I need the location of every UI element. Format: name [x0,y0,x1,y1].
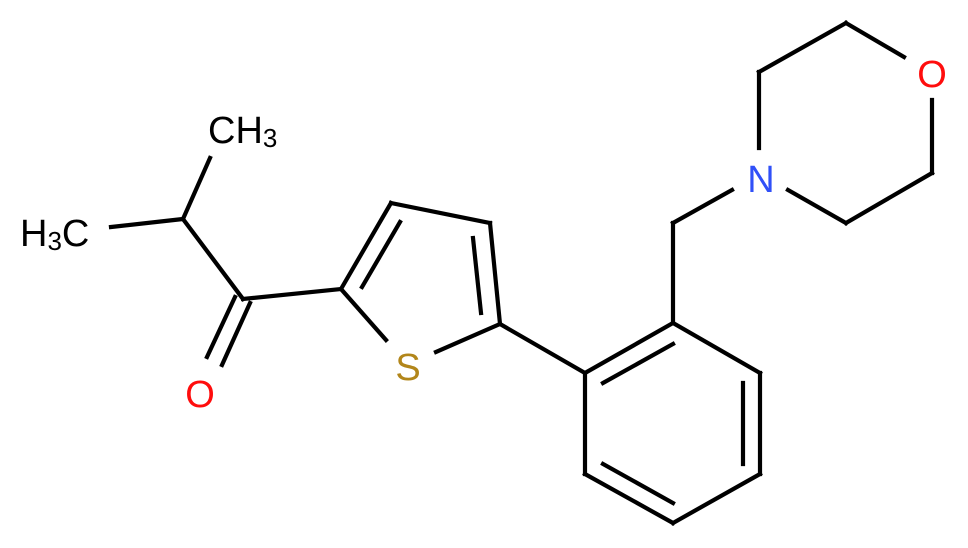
label-h3c-left: H3C [20,213,89,256]
bond-thiophene-phenyl [497,321,588,376]
bond-ph-c5-c6-inner [600,461,676,506]
bond-ph-c4-c5 [670,471,763,526]
bonds [108,20,935,526]
bond-carbonyl-thiophene [240,286,344,302]
bond-mo-c5-c6 [843,170,935,226]
bond-ph-c1-c2 [582,320,676,376]
bond-th-c4-c5-inner [470,235,484,316]
label-morpholine-nitrogen: N [747,159,774,201]
bond-ph-c1-c2-inner [600,341,676,386]
bond-ph-c2-c3 [670,320,763,376]
bond-th-c5-s [433,321,503,355]
label-carbonyl-oxygen: O [185,374,215,416]
bond-carbonyl-o-1 [204,294,238,360]
bond-ch-me1 [180,155,213,222]
bond-ch-me2 [108,216,186,230]
label-thiophene-sulfur: S [395,347,420,389]
atom-labels: CH3 H3C O S N O [20,54,947,416]
bond-mo-c2-c3 [756,20,849,75]
label-morpholine-oxygen: O [917,54,947,96]
bond-mo-c3-o [843,20,907,60]
bond-carbonyl-o-2 [219,300,253,368]
label-ch3-top: CH3 [208,110,277,153]
bond-th-c3-c4 [388,200,493,226]
bond-ch2-n [670,187,735,226]
bond-th-c4-c5 [487,220,503,327]
bond-mo-c6-n [785,187,849,226]
bond-th-s-c2 [338,286,389,343]
bond-th-c2-c3-inner [359,219,403,290]
bond-ch-carbonyl [180,216,246,302]
bond-th-c2-c3 [338,200,394,292]
bond-ph-c5-c6 [582,471,676,526]
